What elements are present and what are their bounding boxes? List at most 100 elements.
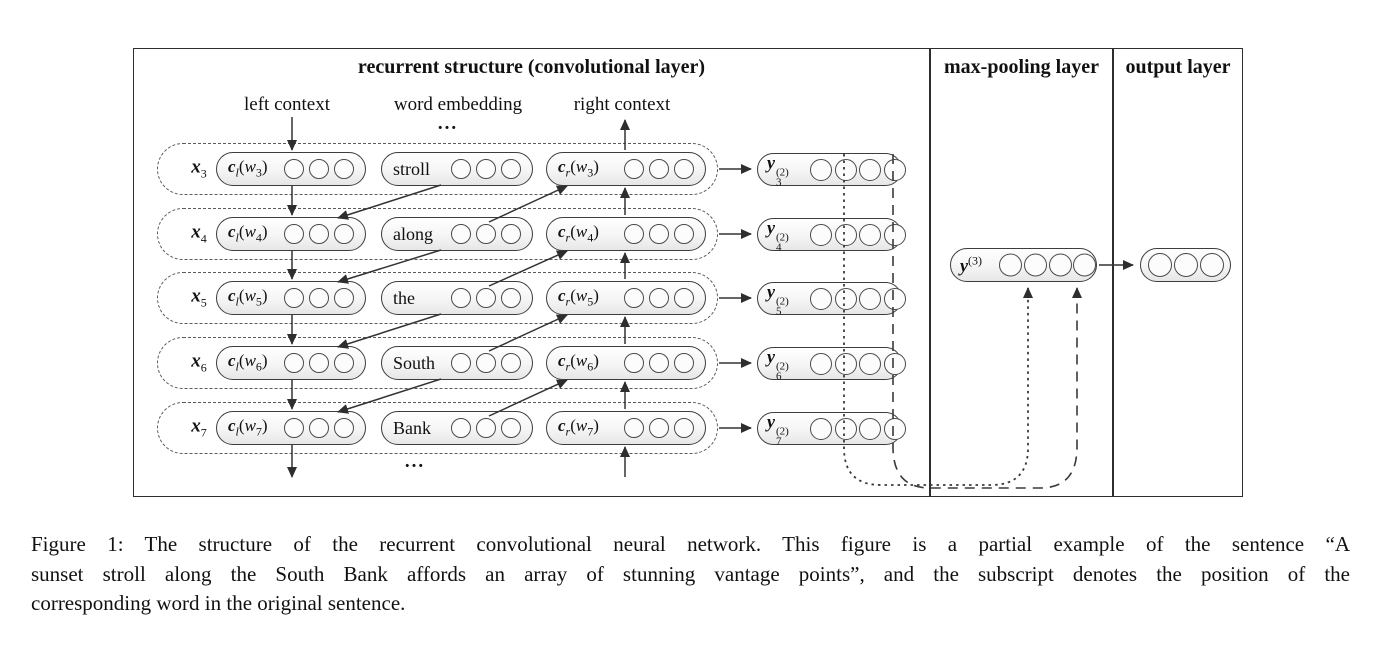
neuron-circle: [674, 159, 694, 179]
maxpool-vector-y3: y(3): [950, 248, 1097, 282]
neuron-circle: [501, 288, 521, 308]
row-label-x7: x7: [191, 415, 207, 440]
neuron-circle: [334, 224, 354, 244]
neuron-circle: [859, 417, 881, 440]
neuron-circle: [649, 224, 669, 244]
neuron-circle: [501, 353, 521, 373]
neuron-circle: [1049, 253, 1072, 277]
neuron-circle: [451, 224, 471, 244]
neuron-circle: [284, 418, 304, 438]
neuron-circle: [309, 224, 329, 244]
neuron-circle: [476, 418, 496, 438]
neuron-circle: [451, 288, 471, 308]
word-embedding-box-south: South: [381, 346, 533, 380]
neuron-circle: [835, 287, 857, 310]
neuron-circle: [334, 353, 354, 373]
output-vector: [1140, 248, 1231, 282]
divider-output: [1112, 48, 1114, 497]
neuron-circle: [476, 288, 496, 308]
neuron-circle: [649, 353, 669, 373]
neuron-circle: [999, 253, 1022, 277]
neuron-circle: [451, 159, 471, 179]
row-label-x6: x6: [191, 350, 207, 375]
neuron-circle: [334, 159, 354, 179]
neuron-circle: [884, 352, 906, 375]
right-context-box-w7: cr(w7): [546, 411, 706, 445]
conv-output-y6: y(2)6: [757, 346, 906, 382]
ellipsis-top: ...: [437, 113, 459, 134]
neuron-circle: [476, 224, 496, 244]
caption-line-2: sunset stroll along the South Bank affor…: [31, 561, 1350, 586]
neuron-circle: [501, 159, 521, 179]
word-label: along: [393, 223, 433, 244]
word-label: Bank: [393, 417, 431, 438]
caption-line-1: Figure 1: The structure of the recurrent…: [31, 532, 1350, 556]
row-label-x4: x4: [191, 221, 207, 246]
row-x3: x3 cl(w3) stroll cr(w3): [157, 143, 718, 195]
neuron-circle: [451, 418, 471, 438]
neuron-circle: [674, 224, 694, 244]
divider-maxpool: [929, 48, 931, 497]
col-label-right-context: right context: [573, 94, 671, 115]
word-embedding-box-the: the: [381, 281, 533, 315]
y2-label: y(2)5: [767, 281, 789, 317]
cr-label: cr(w5): [558, 286, 599, 309]
neuron-circle: [649, 418, 669, 438]
neuron-circle: [859, 158, 881, 181]
neuron-circle: [810, 352, 832, 375]
figure-caption: Figure 1: The structure of the recurrent…: [31, 530, 1350, 619]
word-label: stroll: [393, 158, 431, 179]
neuron-circle: [835, 352, 857, 375]
neuron-circle: [624, 288, 644, 308]
row-x6: x6 cl(w6) South cr(w6): [157, 337, 718, 389]
section-title-recurrent: recurrent structure (convolutional layer…: [357, 56, 706, 78]
col-label-left-context: left context: [244, 94, 330, 115]
neuron-circle: [624, 418, 644, 438]
y3-label: y(3): [960, 253, 982, 276]
cl-label: cl(w4): [228, 222, 268, 245]
neuron-circle: [284, 288, 304, 308]
neuron-circle: [1200, 253, 1224, 277]
left-context-box-w3: cl(w3): [216, 152, 366, 186]
neuron-circle: [624, 224, 644, 244]
neuron-circle: [835, 223, 857, 246]
conv-output-y5: y(2)5: [757, 281, 906, 317]
neuron-circle: [835, 158, 857, 181]
conv-output-y4: y(2)4: [757, 217, 906, 253]
word-label: the: [393, 287, 415, 308]
right-context-box-w3: cr(w3): [546, 152, 706, 186]
caption-line-3: corresponding word in the original sente…: [31, 591, 406, 615]
neuron-circle: [624, 353, 644, 373]
neuron-circle: [451, 353, 471, 373]
right-context-box-w6: cr(w6): [546, 346, 706, 380]
neuron-circle: [859, 352, 881, 375]
neuron-circle: [334, 288, 354, 308]
cr-label: cr(w6): [558, 351, 599, 374]
neuron-circle: [835, 417, 857, 440]
neuron-circle: [284, 224, 304, 244]
section-title-maxpool: max-pooling layer: [944, 56, 1099, 78]
neuron-circle: [674, 288, 694, 308]
neuron-circle: [476, 353, 496, 373]
neuron-circle: [1148, 253, 1172, 277]
left-context-box-w4: cl(w4): [216, 217, 366, 251]
cl-label: cl(w5): [228, 286, 268, 309]
cl-label: cl(w7): [228, 416, 268, 439]
y2-label: y(2)3: [767, 152, 789, 188]
cr-label: cr(w3): [558, 157, 599, 180]
neuron-circle: [334, 418, 354, 438]
row-x5: x5 cl(w5) the cr(w5): [157, 272, 718, 324]
y2-label: y(2)7: [767, 411, 789, 447]
neuron-circle: [1024, 253, 1047, 277]
neuron-circle: [309, 159, 329, 179]
neuron-circle: [284, 353, 304, 373]
neuron-circle: [884, 417, 906, 440]
row-label-x5: x5: [191, 285, 207, 310]
y2-label: y(2)6: [767, 346, 789, 382]
cr-label: cr(w4): [558, 222, 599, 245]
neuron-circle: [309, 418, 329, 438]
neuron-circle: [810, 158, 832, 181]
neuron-circle: [624, 159, 644, 179]
right-context-box-w5: cr(w5): [546, 281, 706, 315]
cr-label: cr(w7): [558, 416, 599, 439]
